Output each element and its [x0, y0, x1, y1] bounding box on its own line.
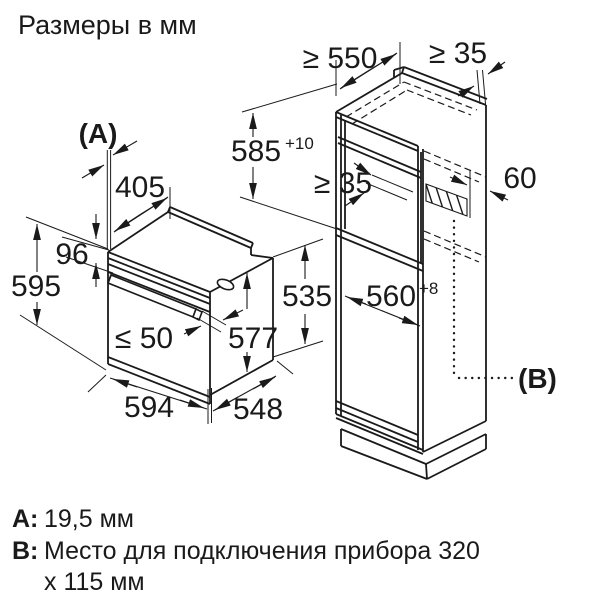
- dim-le50: ≤ 50: [115, 322, 173, 355]
- dim-35-top: ≥ 35: [429, 37, 487, 70]
- legend-b-value-line1: Место для подключения прибора 320: [44, 537, 480, 565]
- dim-oven-height-595: 595: [11, 216, 109, 371]
- legend-b-key: B:: [12, 537, 38, 565]
- cabinet-drawing: [335, 66, 518, 480]
- dim-duct-offset-60: 60: [449, 162, 537, 218]
- dim-handle-protrusion-50: ≤ 50: [115, 309, 244, 355]
- dim-560-tolerance: +8: [419, 279, 438, 298]
- dim-535: 535: [282, 280, 332, 313]
- legend: A: 19,5 мм B: Место для подключения приб…: [12, 505, 480, 596]
- side-vent-hole: [216, 278, 235, 291]
- page-title: Размеры в мм: [18, 10, 197, 40]
- dim-594: 594: [124, 391, 174, 424]
- dim-595: 595: [11, 270, 61, 303]
- cabinet-plinth: [340, 428, 487, 480]
- dim-side-height-535: 535: [272, 238, 332, 358]
- connection-area-leader: [452, 219, 518, 380]
- legend-a-value: 19,5 мм: [44, 505, 134, 533]
- dim-frame-overhang-A: (A): [79, 118, 138, 249]
- dim-548: 548: [233, 393, 283, 426]
- dim-550: ≥ 550: [303, 42, 378, 75]
- label-A: (A): [79, 118, 118, 149]
- dim-oven-depth-548: 548: [212, 360, 294, 426]
- dim-body-height-577: 577: [228, 273, 278, 372]
- oven-drawing: [106, 206, 274, 405]
- dim-405: 405: [115, 171, 165, 204]
- dim-top-depth-405: 405: [113, 171, 171, 233]
- dim-60: 60: [503, 162, 536, 195]
- dim-585: 585: [231, 135, 281, 168]
- dim-top-rear-gap-35: ≥ 35: [429, 37, 506, 105]
- dim-585-tolerance: +10: [285, 134, 314, 153]
- legend-a-key: A:: [12, 505, 38, 533]
- oven-door-handle: [106, 273, 204, 322]
- dim-handle-offset-96: 96: [55, 214, 114, 287]
- legend-b-value-line2: х 115 мм: [44, 568, 145, 596]
- dim-577: 577: [228, 322, 278, 355]
- dim-oven-width-594: 594: [87, 374, 212, 424]
- dim-niche-width-560: 560 +8: [344, 279, 438, 327]
- dim-560: 560: [366, 280, 416, 313]
- dim-niche-height-585: 585 +10: [231, 83, 338, 230]
- dim-96: 96: [55, 238, 88, 271]
- label-B: (B): [518, 363, 557, 394]
- dim-35-mid: ≥ 35: [314, 167, 372, 200]
- dim-niche-depth-550: ≥ 550: [303, 42, 401, 96]
- dim-niche-rear-gap-35: ≥ 35: [314, 162, 414, 207]
